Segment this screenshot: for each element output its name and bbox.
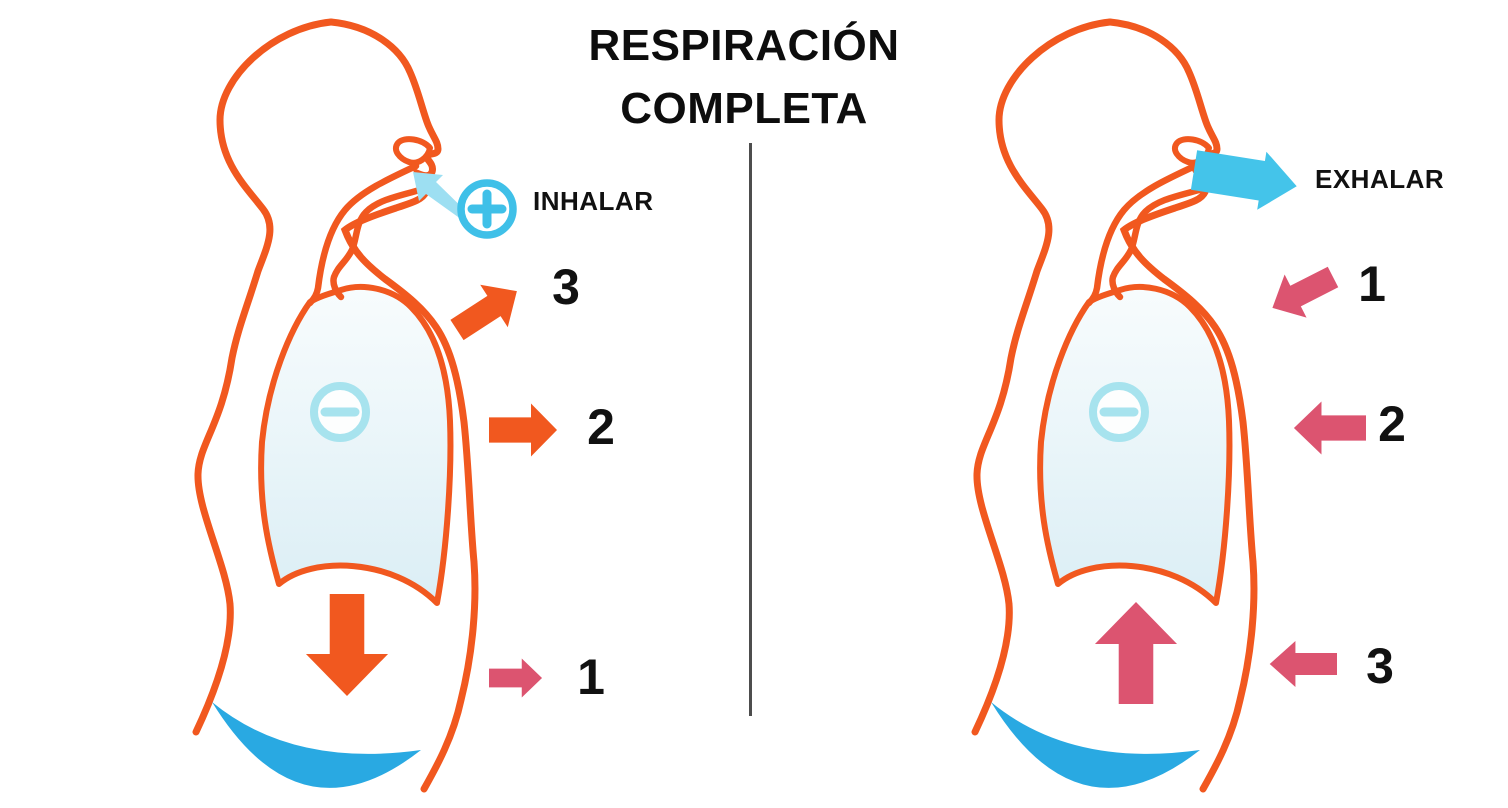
inhale-step-number-upper-chest: 3 <box>552 259 580 315</box>
figure-body-right <box>975 22 1254 789</box>
inhale-figure <box>196 22 557 789</box>
exhale-step-number-upper-chest: 1 <box>1358 256 1386 312</box>
step1-arrow-right <box>489 658 543 698</box>
title-line1: RESPIRACIÓN <box>588 21 900 70</box>
inhale-label: INHALAR <box>533 186 654 216</box>
exhale-label: EXHALAR <box>1315 164 1445 194</box>
step3-arrow-up-right <box>443 269 531 352</box>
plus-circle-icon <box>457 179 517 239</box>
step2-arrow-right <box>489 403 557 457</box>
air-out-arrow-icon <box>1189 140 1302 216</box>
inhale-step-number-abdomen: 1 <box>577 649 605 705</box>
step1-arrow-down-left <box>1261 255 1344 330</box>
step3-arrow-left <box>1269 641 1337 687</box>
diaphragm-down-arrow <box>305 594 389 696</box>
step2-arrow-left <box>1293 401 1366 455</box>
exhale-figure <box>975 22 1366 789</box>
diaphragm-up-arrow <box>1094 602 1178 704</box>
exhale-step-number-ribs: 2 <box>1378 396 1406 452</box>
inhale-step-number-ribs: 2 <box>587 399 615 455</box>
exhale-step-number-abdomen: 3 <box>1366 638 1394 694</box>
page-title: RESPIRACIÓN COMPLETA <box>563 14 925 140</box>
title-line2: COMPLETA <box>620 84 868 133</box>
